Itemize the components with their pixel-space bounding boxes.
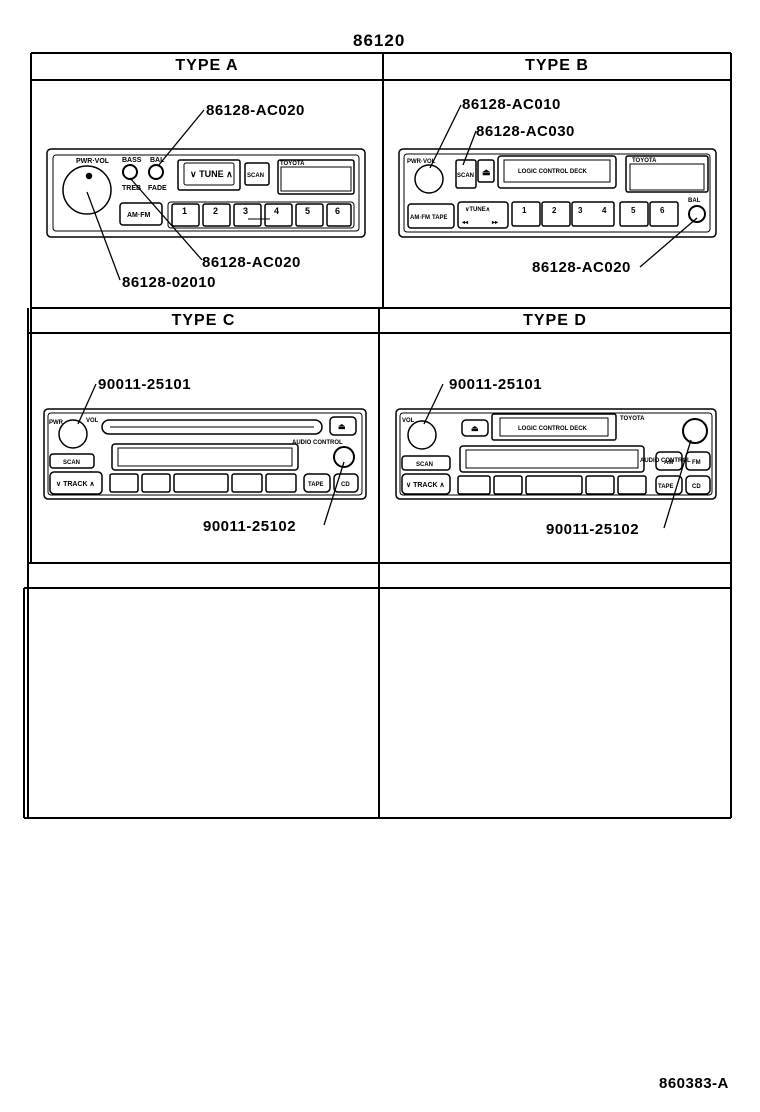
fm-label: FM [692, 460, 701, 466]
tune-label: ∨ TUNE ∧ [190, 169, 233, 179]
bal-knob-icon [688, 205, 706, 223]
bass-label: BASS [122, 157, 142, 164]
illustration-id: 860383-A [659, 1075, 729, 1092]
audio-label: AUDIO CONTROL [640, 458, 691, 464]
brand-label: TOYOTA [620, 416, 645, 422]
vol-label: VOL [86, 418, 99, 424]
preset-6-label: 6 [660, 206, 665, 215]
type-c-callout-1: 90011-25101 [98, 376, 192, 393]
treb-label: TREB [122, 185, 141, 192]
type-b-title: TYPE B [525, 57, 589, 74]
audio-knob-icon [682, 418, 708, 444]
cd-label: CD [692, 484, 701, 490]
preset-1-label: 1 [522, 206, 527, 215]
logic-label: LOGIC CONTROL DECK [518, 426, 588, 432]
preset-5-label: 5 [305, 206, 310, 216]
type-b-callout-2: 86128-AC030 [476, 123, 575, 140]
preset-6-label: 6 [335, 206, 340, 216]
preset-4-label: 4 [602, 206, 607, 215]
cd-label: CD [341, 482, 350, 488]
am-fm-label: AM·FM [410, 215, 430, 221]
bal-knob-icon [148, 164, 164, 180]
vol-knob-icon [58, 419, 88, 449]
tape-label: TAPE [308, 482, 324, 488]
type-a-title: TYPE A [175, 57, 239, 74]
scan-label: SCAN [63, 460, 80, 466]
type-d-callout-2: 90011-25102 [546, 521, 640, 538]
tape-label: TAPE [432, 215, 448, 221]
preset-1-label: 1 [182, 206, 187, 216]
vol-label: VOL [402, 418, 415, 424]
type-c-callout-2: 90011-25102 [203, 518, 297, 535]
type-a-callout-2: 86128-AC020 [202, 254, 301, 271]
scan-label: SCAN [416, 462, 433, 468]
tune-label: ∨TUNE∧ [465, 207, 490, 213]
am-label: AM [664, 460, 673, 466]
pwr-label: PWR [49, 420, 64, 426]
tape-label: TAPE [658, 484, 674, 490]
preset-3-label: 3 [243, 206, 248, 216]
pwr-vol-knob-icon [414, 164, 444, 194]
rew-label: ◂◂ [461, 220, 469, 226]
bal-label: BAL [688, 198, 701, 204]
preset-3-label: 3 [578, 206, 583, 215]
audio-label: AUDIO CONTROL [292, 440, 343, 446]
brand-label: TOYOTA [280, 161, 305, 167]
preset-2-label: 2 [213, 206, 218, 216]
scan-label: SCAN [457, 173, 474, 179]
type-b-callout-3: 86128-AC020 [532, 259, 631, 276]
eject-icon: ⏏ [471, 424, 479, 433]
ff-label: ▸▸ [491, 220, 499, 226]
type-c-title: TYPE C [171, 312, 236, 329]
audio-knob-icon [333, 446, 355, 468]
preset-4-label: 4 [274, 206, 279, 216]
am-fm-label: AM·FM [127, 212, 150, 219]
pwr-vol-knob-icon [62, 165, 112, 215]
type-a-callout-3: 86128-02010 [122, 274, 216, 291]
assembly-number: 86120 [353, 31, 406, 50]
preset-5-label: 5 [631, 206, 636, 215]
type-b-callout-1: 86128-AC010 [462, 96, 561, 113]
bass-knob-icon [122, 164, 138, 180]
logic-label: LOGIC CONTROL DECK [518, 169, 588, 175]
scan-label: SCAN [247, 173, 264, 179]
pwr-vol-label: PWR·VOL [76, 158, 110, 165]
type-a-callout-1: 86128-AC020 [206, 102, 305, 119]
track-label: ∨ TRACK ∧ [406, 482, 445, 489]
track-label: ∨ TRACK ∧ [56, 481, 95, 488]
type-d-title: TYPE D [523, 312, 587, 329]
brand-label: TOYOTA [632, 158, 657, 164]
bal-label: BAL [150, 157, 165, 164]
type-d-callout-1: 90011-25101 [449, 376, 543, 393]
vol-knob-icon [407, 420, 437, 450]
preset-2-label: 2 [552, 206, 557, 215]
eject-icon: ⏏ [338, 422, 346, 431]
eject-icon: ⏏ [482, 167, 491, 177]
pwr-vol-label: PWR·VOL [407, 159, 436, 165]
fade-label: FADE [148, 185, 167, 192]
